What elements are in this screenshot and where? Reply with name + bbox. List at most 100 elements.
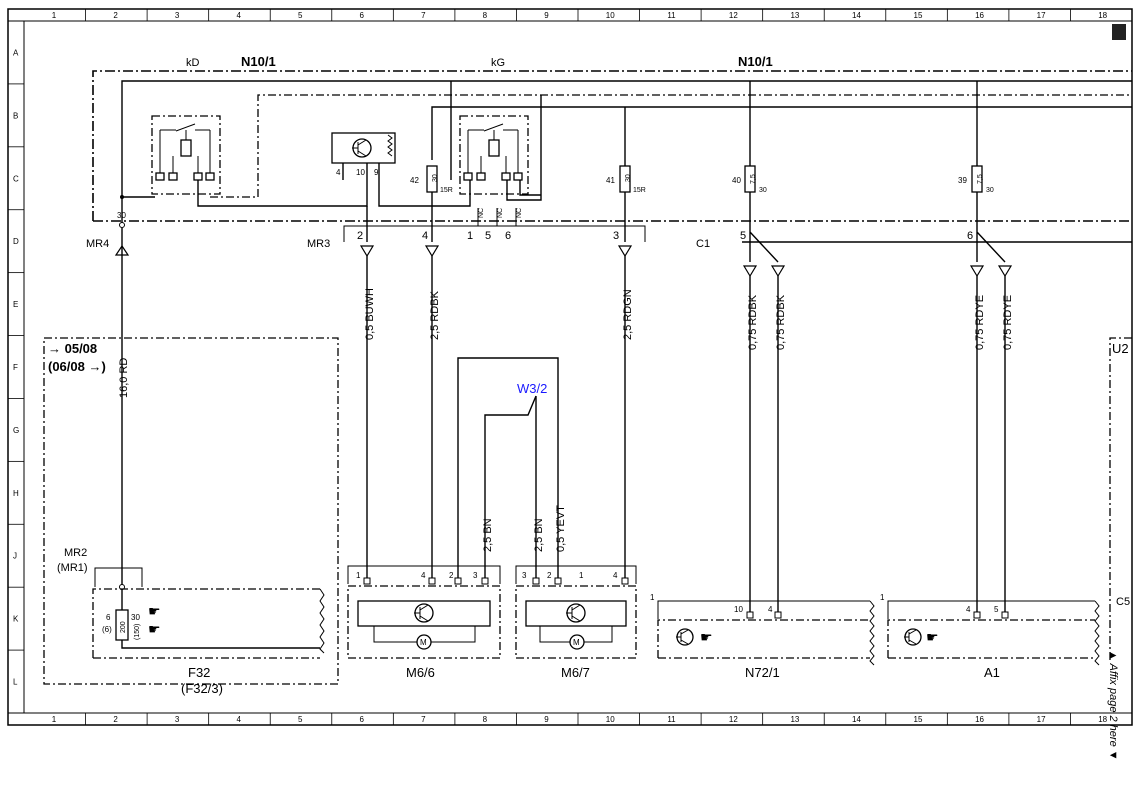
date-range-region: [43, 337, 339, 685]
grid-col-label-bottom: 18: [1098, 715, 1107, 724]
svg-text:30: 30: [432, 174, 439, 182]
grid-col-label-top: 14: [852, 11, 861, 20]
svg-text:30: 30: [625, 174, 632, 182]
svg-text:7,5: 7,5: [977, 174, 984, 184]
a1-pin-5: 5: [994, 605, 999, 614]
fuse-39: 7,5 39 30: [958, 165, 994, 194]
grid-col-label-bottom: 17: [1037, 715, 1046, 724]
m67-pin-3: 3: [522, 571, 527, 580]
date-to: (06/08 →): [48, 359, 106, 374]
grid-row-label: J: [13, 552, 17, 561]
grid-col-label-bottom: 4: [236, 715, 241, 724]
wire-rdbk: 2,5 RDBK: [429, 290, 441, 340]
svg-text:NC: NC: [497, 208, 504, 218]
svg-text:39: 39: [958, 176, 967, 185]
svg-text:30: 30: [759, 187, 767, 194]
svg-text:(6): (6): [102, 625, 112, 634]
mr3-pin-2: 2: [357, 230, 363, 242]
module-n72-1: ☛ 1 10 4: [650, 593, 875, 666]
svg-text:15R: 15R: [440, 187, 453, 194]
grid-col-label-top: 2: [113, 11, 118, 20]
n10-internal-wiring: [121, 80, 1132, 207]
wire-rdbk-a: 0,75 RDBK: [747, 294, 759, 350]
grid-col-label-top: 15: [914, 11, 923, 20]
wire-rdgn: 2,5 RDGN: [622, 289, 634, 340]
transistor-block: 4 10 9: [331, 132, 396, 180]
svg-text:(150): (150): [134, 624, 141, 640]
module-a1: ☛ 1 4 5: [880, 593, 1100, 666]
relay-kd-label: kD: [186, 57, 200, 69]
module-label-right: N10/1: [738, 54, 773, 69]
motor-m6-6: M 1 4 2 3: [347, 565, 501, 659]
connector-mr2: MR2: [64, 547, 87, 559]
grid-col-label-top: 1: [52, 11, 57, 20]
component-u2: U2: [1112, 341, 1129, 356]
n72-pin-1: 1: [650, 593, 655, 602]
wire-rdye-a: 0,75 RDYE: [974, 295, 986, 350]
grid-col-label-top: 12: [729, 11, 738, 20]
mr3-pin-1: 1: [467, 230, 473, 242]
connector-mr4: MR4: [86, 238, 109, 250]
transistor-pin-10: 10: [356, 168, 365, 177]
u2-region: [1109, 337, 1132, 660]
transistor-pin-9: 9: [374, 168, 379, 177]
connector-arrows: [359, 206, 1013, 278]
motor-pin-stubs: [363, 577, 629, 585]
grid-col-label-bottom: 2: [113, 715, 118, 724]
m66-pin-4: 4: [421, 571, 426, 580]
grid-col-label-top: 3: [175, 11, 180, 20]
svg-text:40: 40: [732, 176, 741, 185]
grid-row-label: K: [13, 615, 19, 624]
grid-col-label-top: 4: [236, 11, 241, 20]
transistor-pin-4: 4: [336, 168, 341, 177]
outer-frame: [7, 8, 1133, 726]
mr3-pin-3: 3: [613, 230, 619, 242]
wire-yevt: 0,5 YEVT: [555, 505, 567, 552]
svg-text:M: M: [420, 638, 427, 647]
wire-buwh: 0,5 BUWH: [364, 288, 376, 340]
grid-col-label-bottom: 14: [852, 715, 861, 724]
component-n72-1: N72/1: [745, 665, 780, 680]
svg-text:15R: 15R: [633, 187, 646, 194]
hand-icon: ☛: [148, 603, 161, 619]
relay-kd: [151, 115, 221, 195]
fuse-41: 30 41 15R: [606, 165, 646, 194]
hand-icon-a1: ☛: [926, 629, 939, 645]
m67-pin-4: 4: [613, 571, 618, 580]
grid-col-label-top: 16: [975, 11, 984, 20]
grid-col-label-top: 7: [421, 11, 426, 20]
m67-pin-2: 2: [547, 571, 552, 580]
grid-col-label-top: 18: [1098, 11, 1107, 20]
relay-kg: [459, 115, 529, 195]
wire-16-rd: 16,0 RD: [118, 358, 130, 398]
a1-pin-1: 1: [880, 593, 885, 602]
component-c5: C5: [1116, 596, 1130, 608]
grid-col-label-bottom: 12: [729, 715, 738, 724]
svg-text:7,5: 7,5: [750, 174, 757, 184]
corner-mark-icon: [1112, 24, 1126, 40]
grid-row-label: C: [13, 174, 19, 183]
grid-col-label-bottom: 3: [175, 715, 180, 724]
grid-row-label: L: [13, 678, 18, 687]
grid-row-label: D: [13, 237, 19, 246]
grid-col-label-bottom: 9: [544, 715, 549, 724]
date-from: → 05/08: [48, 341, 97, 356]
hand-icon-n72: ☛: [700, 629, 713, 645]
grid-row-label: F: [13, 363, 18, 372]
ground-point-w3-2: W3/2: [517, 381, 547, 396]
grid-columns: 1122334455667788991010111112121313141415…: [52, 9, 1108, 725]
m66-pin-3: 3: [473, 571, 478, 580]
grid-row-label: H: [13, 489, 19, 498]
fuse-42: 30 42 15R: [410, 165, 453, 194]
m66-pin-1: 1: [356, 571, 361, 580]
mr3-pin-5: 5: [485, 230, 491, 242]
component-m6-6: M6/6: [406, 665, 435, 680]
grid-row-label: B: [13, 111, 18, 120]
affix-note: ▲ Affix page 2 here ▼: [1107, 650, 1119, 761]
n10-module-boundary: [92, 70, 1132, 221]
grid-col-label-bottom: 15: [914, 715, 923, 724]
wire-rdye-b: 0,75 RDYE: [1002, 295, 1014, 350]
grid-col-label-bottom: 16: [975, 715, 984, 724]
grid-col-label-top: 5: [298, 11, 303, 20]
